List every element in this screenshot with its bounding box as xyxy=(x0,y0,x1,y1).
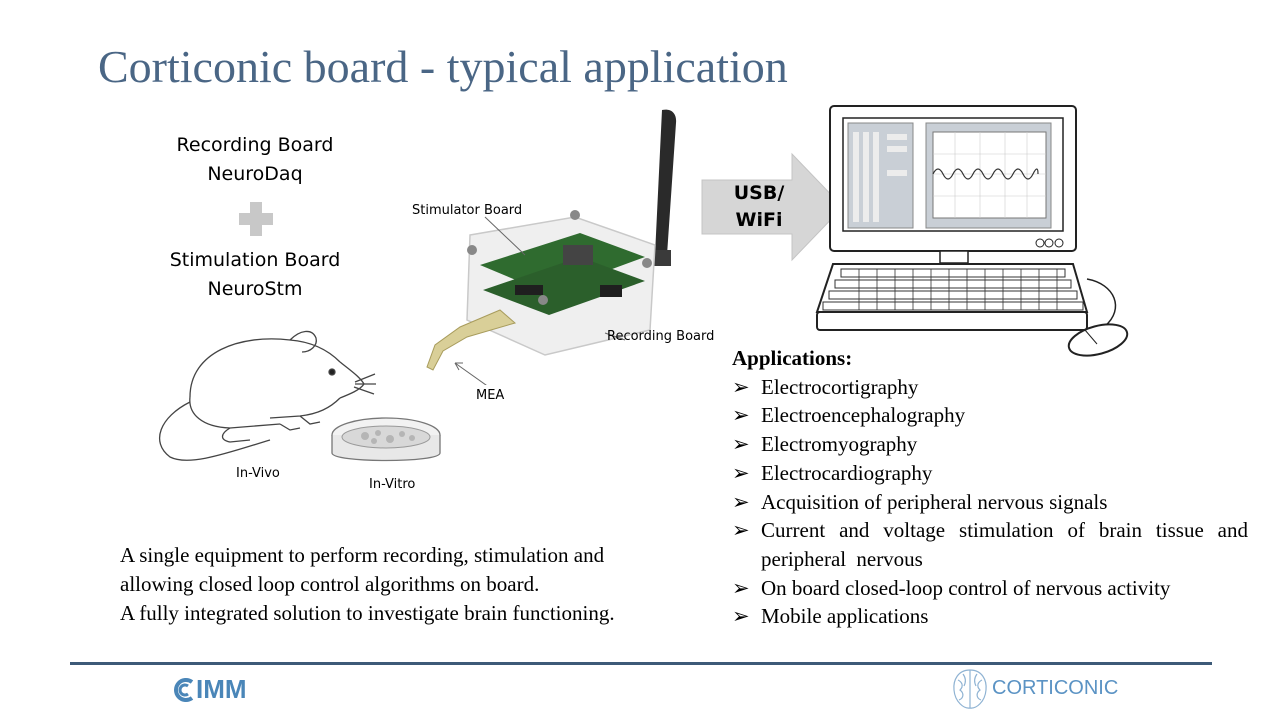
description-text: A single equipment to perform recording,… xyxy=(120,541,720,628)
list-item: ➢ Mobile applications xyxy=(732,602,1248,631)
application-label: Electromyography xyxy=(761,432,918,457)
corticonic-device-illustration xyxy=(426,109,677,385)
application-label: Electrocardiography xyxy=(761,460,933,485)
applications-list: ➢ Electrocortigraphy ➢ Electroencephalogra… xyxy=(732,373,1248,631)
mea-label: MEA xyxy=(476,388,505,403)
computer-illustration xyxy=(815,105,1129,357)
connection-line-wifi: WiFi xyxy=(735,209,783,231)
list-item: ➢ Electrocortigraphy xyxy=(732,373,1248,402)
arrow-bullet-icon: ➢ xyxy=(732,374,750,399)
in-vitro-label: In-Vitro xyxy=(369,477,416,492)
in-vivo-label: In-Vivo xyxy=(236,466,280,481)
mouse-illustration xyxy=(159,330,376,461)
connection-label: USB/ WiFi xyxy=(704,180,814,234)
description-line: A single equipment to perform recording,… xyxy=(120,543,605,567)
arrow-bullet-icon: ➢ xyxy=(732,403,750,428)
connection-line-usb: USB/ xyxy=(733,182,785,204)
usb-wifi-arrow xyxy=(701,152,844,262)
stimulation-board-name: Stimulation Board xyxy=(169,249,341,271)
applications-heading: Applications: xyxy=(732,346,853,370)
recording-board-name: Recording Board xyxy=(176,134,334,156)
plus-icon xyxy=(239,202,273,236)
recording-board-label: Recording Board NeuroDaq xyxy=(150,131,360,189)
arrow-bullet-icon: ➢ xyxy=(732,432,750,457)
petri-dish-illustration xyxy=(331,417,441,462)
arrow-bullet-icon: ➢ xyxy=(732,575,750,600)
stimulation-board-label: Stimulation Board NeuroStm xyxy=(150,246,360,304)
list-item: ➢ Electrocardiography xyxy=(732,459,1248,488)
slide-title: Corticonic board - typical application xyxy=(98,41,788,92)
footer-rule xyxy=(70,662,1212,665)
recording-board-callout: Recording Board xyxy=(607,329,715,344)
list-item: ➢ Acquisition of peripheral nervous signa… xyxy=(732,488,1248,517)
recording-board-model: NeuroDaq xyxy=(207,163,303,185)
stimulation-board-model: NeuroStm xyxy=(207,278,303,300)
application-label: Electroencephalography xyxy=(761,403,966,428)
application-label: Electrocortigraphy xyxy=(761,374,919,399)
application-label: On board closed-loop control of nervous … xyxy=(761,575,1171,600)
applications-section: Applications: ➢ Electrocortigraphy ➢ Elect… xyxy=(732,344,1248,631)
arrow-bullet-icon: ➢ xyxy=(732,489,750,514)
application-label: Mobile applications xyxy=(761,604,929,629)
list-item: ➢ On board closed-loop control of nervous… xyxy=(732,574,1248,603)
arrow-bullet-icon: ➢ xyxy=(732,518,750,543)
corticonic-brain-logo-icon xyxy=(953,669,987,709)
application-label: Current and voltage stimulation of brain… xyxy=(761,518,1248,571)
description-line: A fully integrated solution to investiga… xyxy=(120,601,615,625)
application-label: Acquisition of peripheral nervous signal… xyxy=(761,489,1108,514)
list-item: ➢ Current and voltage stimulation of brai… xyxy=(732,516,1248,573)
arrow-bullet-icon: ➢ xyxy=(732,604,750,629)
corticonic-logo-text: CORTICONIC xyxy=(992,677,1119,699)
list-item: ➢ Electromyography xyxy=(732,430,1248,459)
description-line: allowing closed loop control algorithms … xyxy=(120,572,540,596)
imm-logo-mark-icon xyxy=(174,678,194,702)
arrow-bullet-icon: ➢ xyxy=(732,460,750,485)
stimulator-board-label: Stimulator Board xyxy=(412,203,523,218)
list-item: ➢ Electroencephalography xyxy=(732,401,1248,430)
imm-logo-text: IMM xyxy=(196,674,247,704)
